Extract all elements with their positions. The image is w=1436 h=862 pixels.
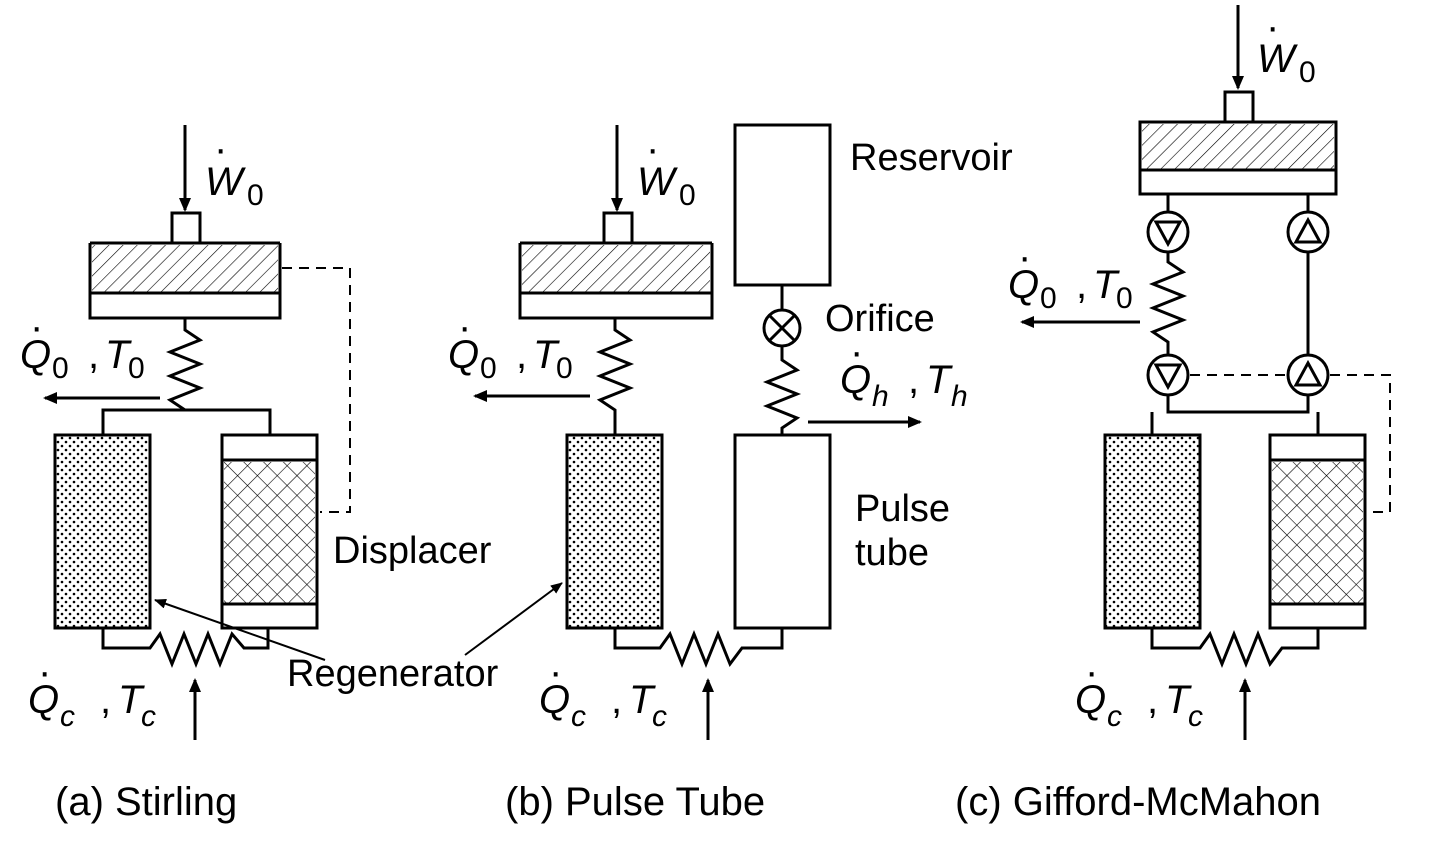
stirling-work-symbol: W — [205, 160, 246, 204]
gm-aftercooler-coil — [1148, 252, 1188, 355]
stirling-temp-out-sub: 0 — [128, 352, 145, 385]
stirling-sep-2: , — [100, 678, 111, 722]
stirling-regenerator — [53, 433, 152, 630]
gm-work-symbol: W — [1257, 37, 1298, 81]
stirling-heat-out-sub: 0 — [52, 352, 69, 385]
pt-heat-in-sub: c — [571, 700, 586, 733]
svg-text:·: · — [646, 127, 659, 171]
gm-labels: · W 0 · Q 0 , T 0 · Q c , T c (c) Giffor… — [955, 5, 1321, 824]
pt-heat-out-symbol: Q — [448, 333, 479, 377]
gm-temp-in-symbol: T — [1165, 678, 1192, 722]
gm-valve-link — [1330, 374, 1391, 513]
stirling-caption: (a) Stirling — [55, 780, 237, 824]
pt-hot-heat-exchanger — [762, 346, 802, 435]
gm-heat-in-symbol: Q — [1075, 678, 1106, 722]
svg-text:·: · — [38, 650, 51, 694]
pt-heat-hot-sub: h — [872, 380, 889, 413]
stirling-temp-in-symbol: T — [118, 678, 145, 722]
stirling-heat-in-symbol: Q — [28, 678, 59, 722]
pt-sep-2: , — [611, 678, 622, 722]
svg-text:·: · — [458, 305, 471, 349]
stirling-heat-out-symbol: Q — [20, 333, 51, 377]
pt-sep-3: , — [908, 358, 919, 402]
pt-reservoir — [733, 123, 832, 287]
pt-pulse-tube — [733, 433, 832, 630]
pt-sep-1: , — [516, 333, 527, 377]
pt-temp-out-symbol: T — [533, 333, 560, 377]
stirling-displacer — [224, 462, 315, 604]
pt-work-sub: 0 — [679, 179, 696, 212]
svg-text:·: · — [214, 127, 227, 171]
pt-aftercooler-coil — [595, 318, 635, 435]
gm-temp-out-sub: 0 — [1116, 282, 1133, 315]
stirling-labels: · W 0 · Q 0 , T 0 · Q c , T c Displacer … — [20, 127, 499, 824]
stirling-aftercooler-coil — [165, 318, 205, 412]
pt-heat-in-symbol: Q — [539, 678, 570, 722]
svg-text:·: · — [1018, 235, 1031, 279]
pt-caption: (b) Pulse Tube — [505, 780, 765, 824]
pt-heat-hot-symbol: Q — [840, 358, 871, 402]
svg-text:·: · — [549, 650, 562, 694]
stirling-displacer-label: Displacer — [333, 530, 492, 572]
gm-heat-in-sub: c — [1107, 700, 1122, 733]
gm-temp-in-sub: c — [1188, 700, 1203, 733]
pt-temp-in-sub: c — [652, 700, 667, 733]
pulse-tube-labels: · W 0 · Q 0 , T 0 · Q c , T c · Q h , T … — [448, 127, 1013, 824]
pt-heat-out-sub: 0 — [480, 352, 497, 385]
stirling-piston-rod — [170, 211, 202, 245]
gm-regenerator — [1103, 433, 1202, 630]
pt-reservoir-label: Reservoir — [850, 137, 1013, 179]
stirling-panel — [43, 125, 351, 740]
pt-cold-heat-exchanger — [613, 628, 784, 669]
stirling-cold-heat-exchanger — [101, 628, 270, 669]
svg-text:·: · — [1266, 5, 1279, 49]
pt-piston-rod — [602, 211, 634, 245]
gm-sep-2: , — [1147, 678, 1158, 722]
stirling-regenerator-pointer — [154, 598, 326, 661]
pt-pulse-tube-label-1: Pulse — [855, 488, 950, 530]
svg-text:·: · — [30, 305, 43, 349]
gm-work-sub: 0 — [1299, 56, 1316, 89]
pt-temp-in-symbol: T — [629, 678, 656, 722]
gm-piston-rod — [1223, 90, 1255, 124]
pt-regenerator — [565, 433, 664, 630]
pt-temp-out-sub: 0 — [556, 352, 573, 385]
stirling-heat-in-sub: c — [60, 700, 75, 733]
pt-piston — [522, 245, 710, 293]
stirling-piston — [92, 245, 278, 293]
pt-orifice-label: Orifice — [825, 298, 935, 340]
pt-temp-hot-sub: h — [951, 380, 968, 413]
svg-text:·: · — [850, 330, 863, 374]
stirling-phase-link — [282, 267, 351, 513]
gm-caption: (c) Gifford-McMahon — [955, 780, 1321, 824]
stirling-sep-1: , — [88, 333, 99, 377]
stirling-regenerator-label: Regenerator — [287, 653, 499, 695]
svg-text:·: · — [1085, 650, 1098, 694]
gm-displacer — [1272, 462, 1363, 604]
pt-pulse-tube-label-2: tube — [855, 532, 929, 574]
gm-sep-1: , — [1076, 263, 1087, 307]
gm-panel — [1020, 5, 1391, 740]
pt-regenerator-pointer — [464, 582, 563, 656]
gm-cold-heat-exchanger — [1150, 628, 1320, 669]
gm-heat-out-symbol: Q — [1008, 263, 1039, 307]
pulse-tube-panel — [464, 123, 922, 740]
gm-heat-out-sub: 0 — [1040, 282, 1057, 315]
pt-work-symbol: W — [637, 160, 678, 204]
stirling-temp-out-symbol: T — [105, 333, 132, 377]
gm-temp-out-symbol: T — [1093, 263, 1120, 307]
stirling-work-sub: 0 — [247, 179, 264, 212]
pt-temp-hot-symbol: T — [926, 358, 953, 402]
stirling-temp-in-sub: c — [141, 700, 156, 733]
